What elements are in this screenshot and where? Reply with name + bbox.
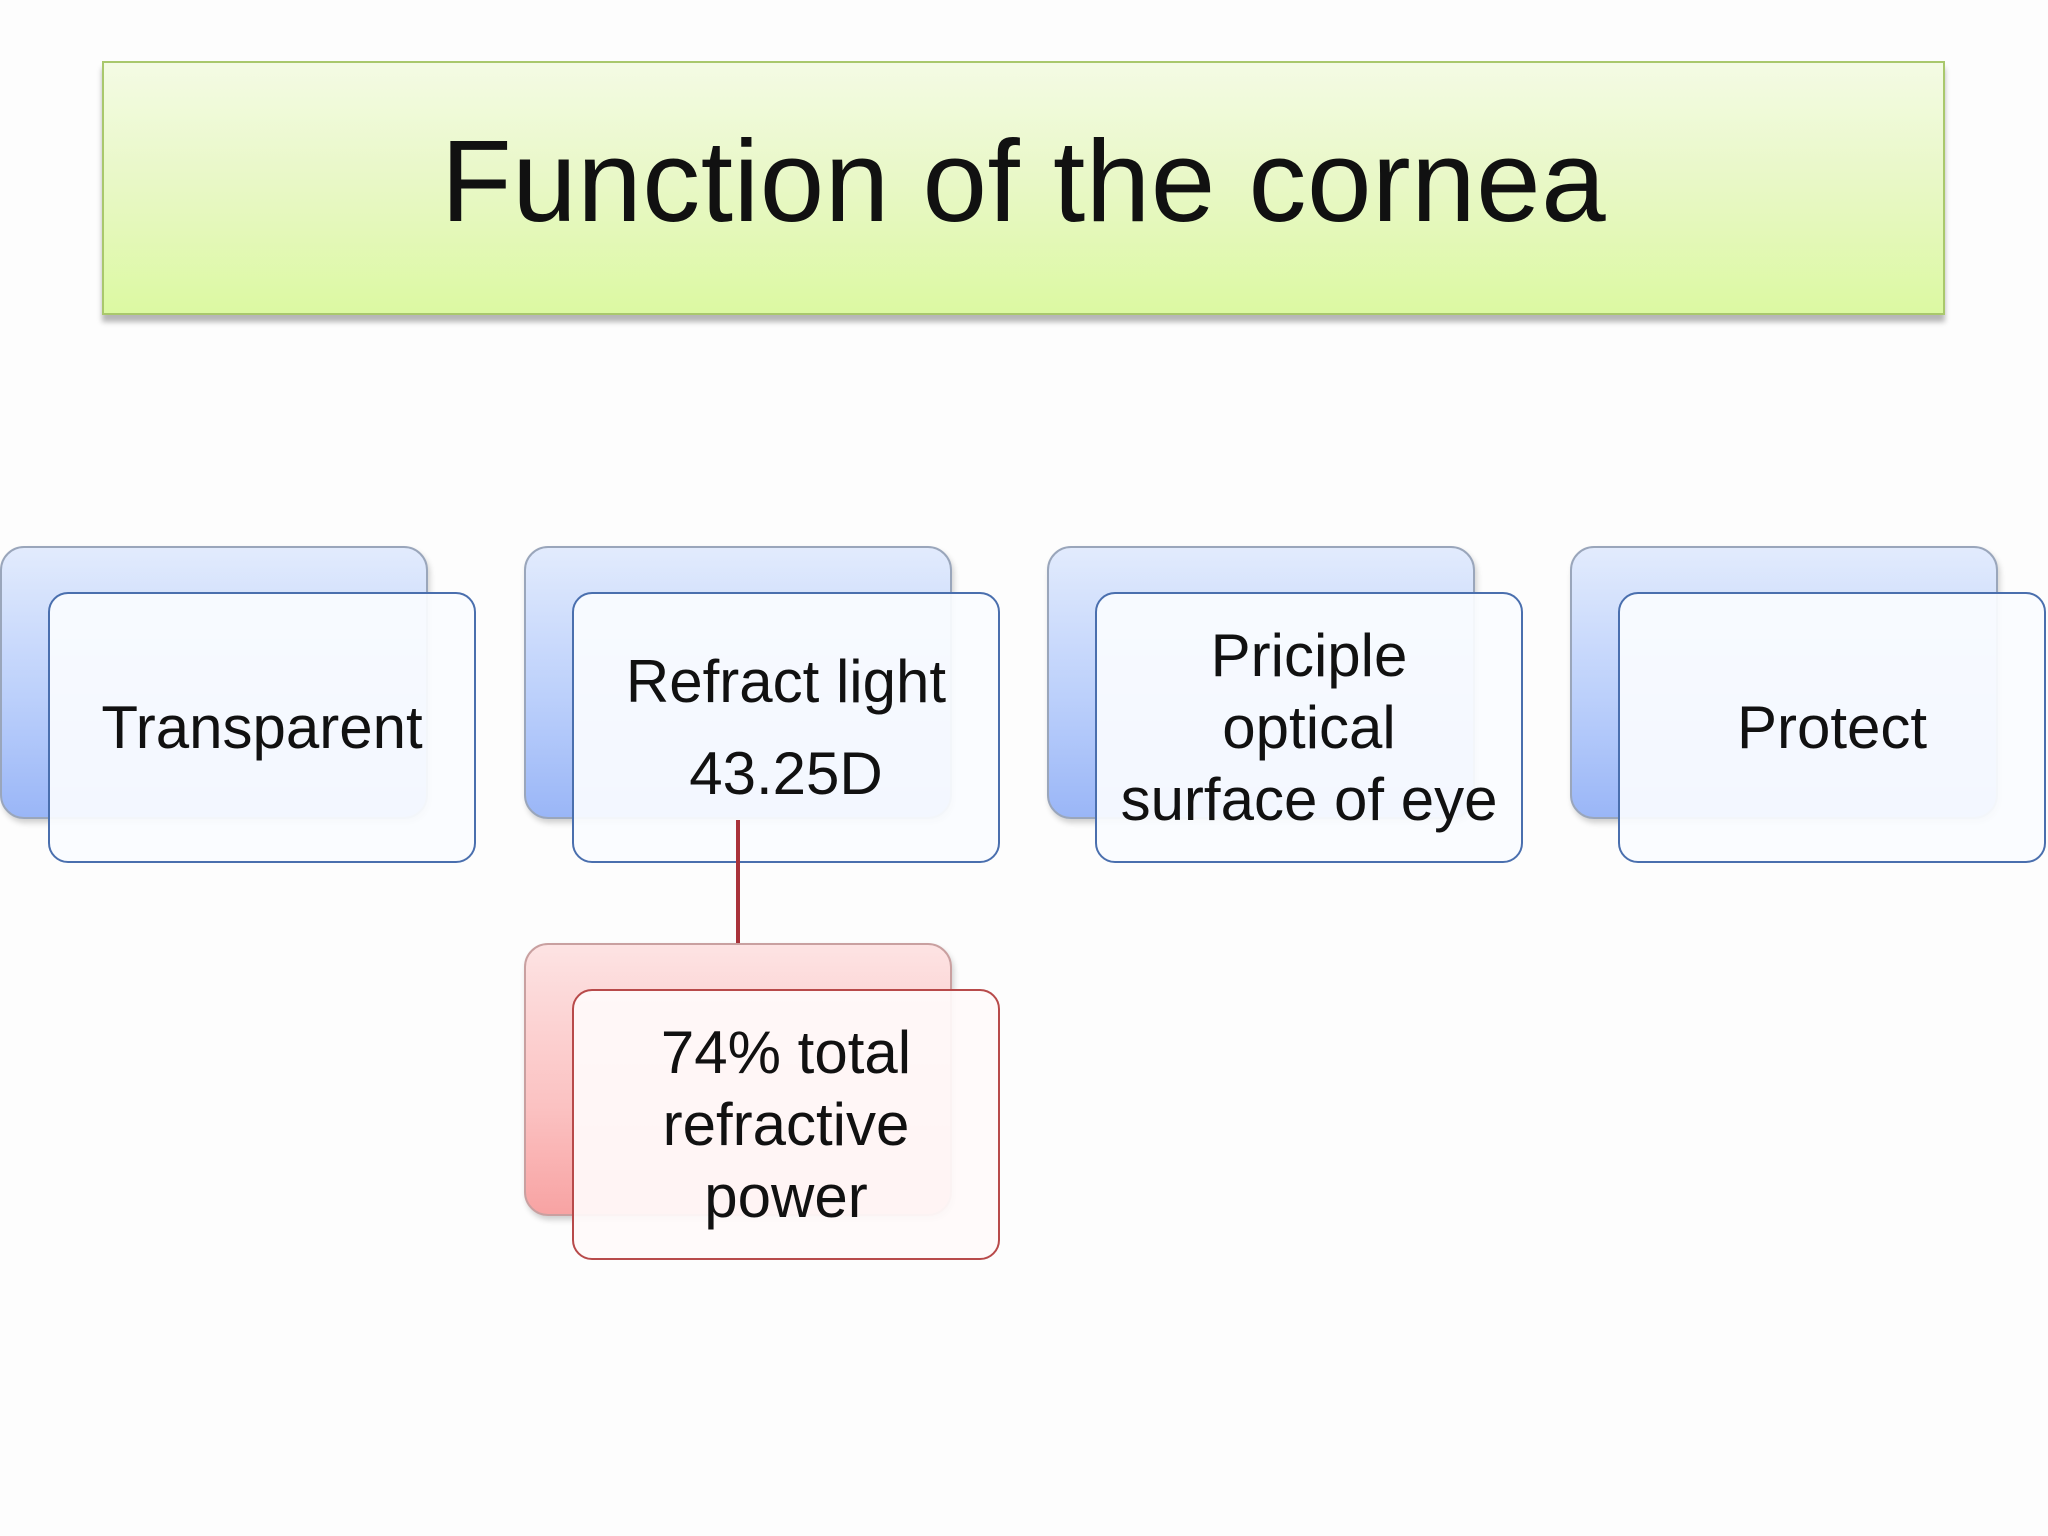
title-banner: Function of the cornea <box>102 61 1945 315</box>
node-refract-light: Refract light 43.25D <box>524 546 1000 863</box>
node-protect: Protect <box>1570 546 2046 863</box>
node-protect-card: Protect <box>1618 592 2046 863</box>
node-transparent-card: Transparent <box>48 592 476 863</box>
node-transparent-label: Transparent <box>101 693 423 761</box>
connector-line <box>736 820 740 944</box>
node-optical-surface-line1: Priciple <box>1210 621 1408 689</box>
node-refractive-power-line2: refractive <box>662 1090 910 1158</box>
node-optical-surface: Priciple optical surface of eye <box>1047 546 1523 863</box>
node-protect-label: Protect <box>1736 693 1928 761</box>
node-refractive-power-line3: power <box>704 1162 868 1230</box>
node-refractive-power-line1: 74% total <box>660 1018 912 1086</box>
node-optical-surface-line3: surface of eye <box>1120 765 1498 833</box>
node-refractive-power: 74% total refractive power <box>524 943 1000 1260</box>
node-optical-surface-line2: optical <box>1222 693 1396 761</box>
node-transparent: Transparent <box>0 546 476 863</box>
node-refractive-power-card: 74% total refractive power <box>572 989 1000 1260</box>
node-refract-light-label: Refract light <box>625 647 947 715</box>
node-refract-light-power: 43.25D <box>689 739 883 807</box>
node-optical-surface-card: Priciple optical surface of eye <box>1095 592 1523 863</box>
node-refract-light-card: Refract light 43.25D <box>572 592 1000 863</box>
slide-title: Function of the cornea <box>440 116 1607 246</box>
